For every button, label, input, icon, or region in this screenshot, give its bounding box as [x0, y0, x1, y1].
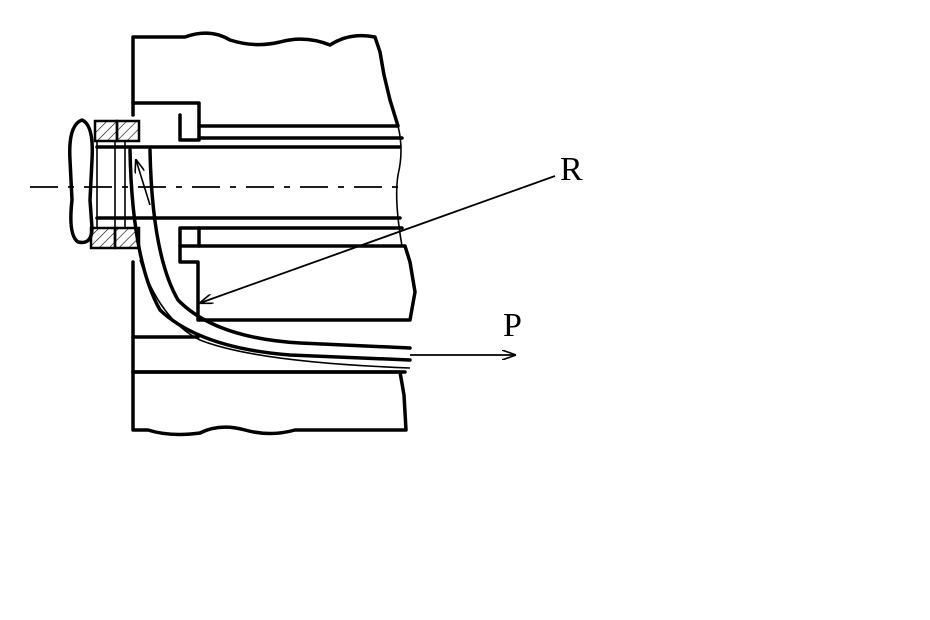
lower-housing-block [178, 244, 417, 322]
shaft-outline [95, 145, 402, 220]
upper-washer-left [93, 119, 119, 143]
bolt-head [68, 118, 95, 245]
lower-washer-left [89, 226, 117, 250]
force-label: P [503, 307, 522, 344]
bore-right-break [395, 125, 403, 247]
left-wall [131, 101, 201, 374]
radius-leader-arrow [200, 175, 556, 303]
bolt-shank-lines [96, 141, 126, 228]
radius-label: R [560, 151, 583, 188]
bent-strip-inner [148, 148, 412, 350]
bent-strip-lower [139, 259, 411, 369]
strip-direction-arrow [136, 160, 151, 206]
upper-washer-right [115, 119, 141, 143]
channel-outline [131, 335, 407, 374]
upper-housing-block [131, 31, 400, 128]
bent-strip-outer [128, 148, 412, 362]
base-plate [131, 370, 408, 437]
bore-outline [197, 136, 404, 230]
